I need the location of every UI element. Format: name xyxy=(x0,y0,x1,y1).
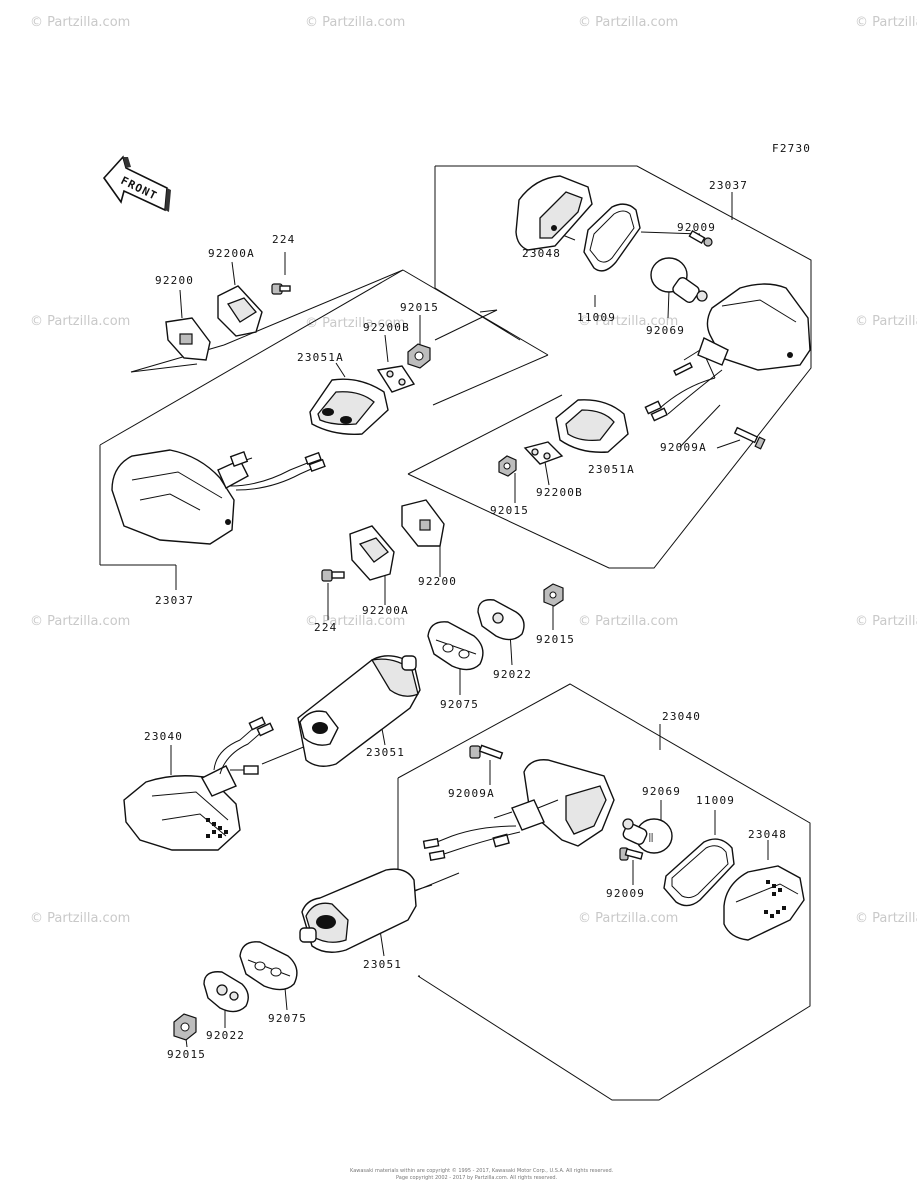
grommet-23051A-right xyxy=(555,399,629,453)
label-92015: 92015 xyxy=(490,504,529,517)
watermark: © Partzilla.com xyxy=(305,614,405,629)
lens-23048-bottom xyxy=(723,865,805,941)
nut-92015-upper xyxy=(407,343,431,369)
watermark: © Partzilla.com xyxy=(30,15,130,30)
watermark: © Partzilla.com xyxy=(305,316,405,331)
label-23051: 23051 xyxy=(366,746,405,759)
bracket-92200A-center xyxy=(349,525,395,581)
label-23048: 23048 xyxy=(748,828,787,841)
housing-23037-left xyxy=(111,449,326,545)
label-23037: 23037 xyxy=(709,179,748,192)
stalk-23051-center xyxy=(297,655,421,767)
plate-92200-left xyxy=(165,317,211,361)
watermark: © Partzilla.com xyxy=(855,15,917,30)
copyright-line-1: Kawasaki materials within are copyright … xyxy=(350,1167,614,1174)
screw-92009A-top xyxy=(733,426,766,450)
gasket-11009-top xyxy=(583,203,641,272)
watermark: © Partzilla.com xyxy=(578,614,678,629)
plate-92022-bottom xyxy=(203,971,249,1013)
label-23037: 23037 xyxy=(155,594,194,607)
housing-23040-right xyxy=(422,759,615,861)
watermark: © Partzilla.com xyxy=(578,314,678,329)
watermark: © Partzilla.com xyxy=(30,911,130,926)
label-23051A: 23051A xyxy=(588,463,635,476)
watermark: © Partzilla.com xyxy=(578,911,678,926)
watermark: © Partzilla.com xyxy=(855,314,917,329)
screw-224-top xyxy=(271,283,291,295)
label-23040: 23040 xyxy=(144,730,183,743)
screw-224-center xyxy=(321,569,345,582)
label-92022: 92022 xyxy=(493,668,532,681)
label-92009A: 92009A xyxy=(448,787,495,800)
bulb-92069-top xyxy=(650,257,708,303)
label-224: 224 xyxy=(272,233,295,246)
label-92009: 92009 xyxy=(677,221,716,234)
plate-92200B-left xyxy=(376,365,416,393)
watermark: © Partzilla.com xyxy=(30,614,130,629)
bracket-92200A-top xyxy=(217,285,263,337)
nut-92015-bottom xyxy=(173,1013,197,1041)
housing-23040-left xyxy=(123,716,274,851)
screw-92009-top xyxy=(688,229,713,247)
assembly-frames xyxy=(99,165,812,1101)
stalk-23051-bottom xyxy=(299,868,417,953)
label-92015: 92015 xyxy=(167,1048,206,1061)
lens-23048-top xyxy=(515,175,593,251)
front-arrow-icon: FRONT xyxy=(102,155,171,212)
grommet-92075-center xyxy=(427,621,484,671)
label-23051A: 23051A xyxy=(297,351,344,364)
label-11009: 11009 xyxy=(577,311,616,324)
label-92015: 92015 xyxy=(536,633,575,646)
label-23048: 23048 xyxy=(522,247,561,260)
watermark: © Partzilla.com xyxy=(30,314,130,329)
label-224: 224 xyxy=(314,621,337,634)
label-92075: 92075 xyxy=(268,1012,307,1025)
watermark: © Partzilla.com xyxy=(855,911,917,926)
gasket-11009-bottom xyxy=(663,838,735,907)
watermark: © Partzilla.com xyxy=(855,614,917,629)
grommet-92075-bottom xyxy=(239,941,298,991)
plate-92022-center xyxy=(477,599,525,641)
screw-92009-bottom xyxy=(619,847,644,861)
label-92200B: 92200B xyxy=(536,486,583,499)
diagram-code: F2730 xyxy=(772,142,811,155)
label-92200B: 92200B xyxy=(363,321,410,334)
label-11009: 11009 xyxy=(696,794,735,807)
nut-92015-right xyxy=(498,455,517,477)
label-92069: 92069 xyxy=(646,324,685,337)
label-92200: 92200 xyxy=(155,274,194,287)
label-92069: 92069 xyxy=(642,785,681,798)
label-92200: 92200 xyxy=(418,575,457,588)
nut-92015-center xyxy=(543,583,564,607)
plate-92200-center xyxy=(401,499,445,547)
watermark: © Partzilla.com xyxy=(305,15,405,30)
part-labels: 23037 92009 23048 11009 92069 92009A 230… xyxy=(144,179,787,1061)
label-92200A: 92200A xyxy=(362,604,409,617)
copyright-line-2: Page copyright 2002 - 2017 by Partzilla.… xyxy=(396,1175,558,1181)
watermark: © Partzilla.com xyxy=(578,15,678,30)
screw-92009A-bottom xyxy=(469,744,504,760)
label-92200A: 92200A xyxy=(208,247,255,260)
label-92009A: 92009A xyxy=(660,441,707,454)
label-92015: 92015 xyxy=(400,301,439,314)
label-92075: 92075 xyxy=(440,698,479,711)
plate-92200B-right xyxy=(523,441,564,465)
label-92022: 92022 xyxy=(206,1029,245,1042)
housing-23037-top xyxy=(644,283,811,422)
label-23040: 23040 xyxy=(662,710,701,723)
label-92009: 92009 xyxy=(606,887,645,900)
bulb-filament-icon: Ⅱ xyxy=(648,831,654,845)
grommet-23051A-left xyxy=(309,378,389,435)
label-23051: 23051 xyxy=(363,958,402,971)
bulb-92069-bottom: Ⅱ xyxy=(622,818,673,854)
